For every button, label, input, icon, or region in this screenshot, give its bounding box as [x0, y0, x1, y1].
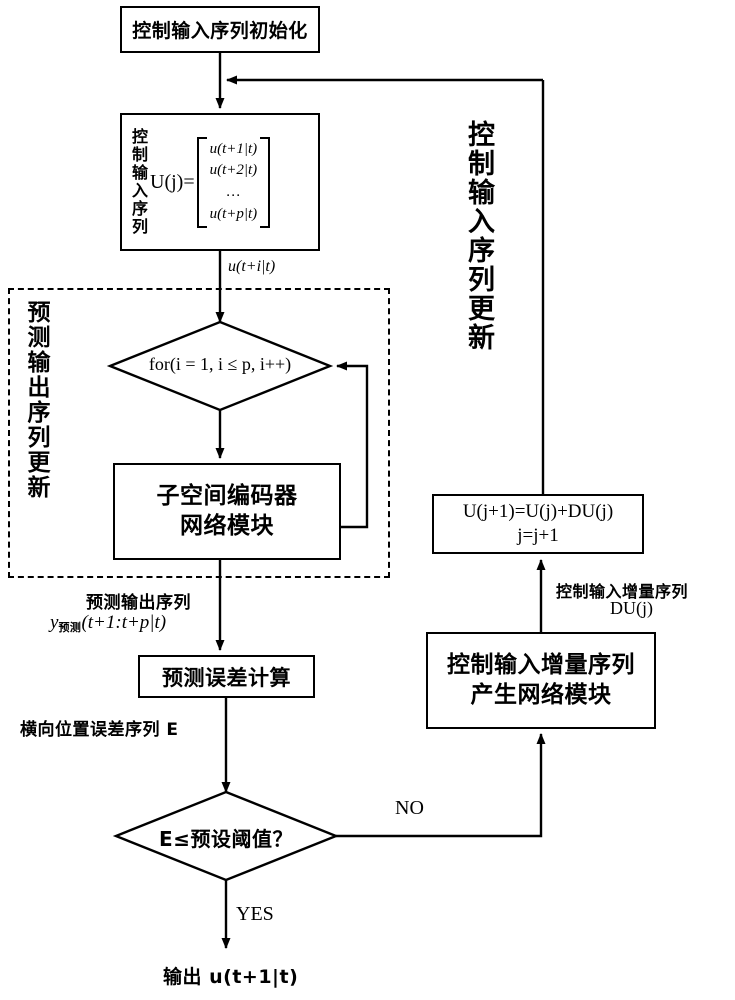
node-final-output-label: 输出 u(t+1|t)	[163, 966, 299, 988]
matrix-row: u(t+p|t)	[209, 205, 258, 222]
prediction-output-update-region	[8, 288, 390, 578]
matrix-row: …	[226, 184, 241, 200]
node-threshold-decision-label: E≤预设阈值？	[159, 827, 293, 851]
node-for-loop-condition[interactable]: for(i = 1, i ≤ p, i++)	[110, 354, 330, 375]
node-subspace-encoder-module[interactable]: 子空间编码器 网络模块	[113, 463, 341, 560]
edge-label-lateral-error-sequence: 横向位置误差序列 E	[20, 720, 179, 740]
node-control-input-sequence-label: 控制输入序列	[129, 128, 148, 236]
edge-label-du-sequence-title: 控制输入增量序列	[556, 582, 689, 601]
matrix-right-bracket	[260, 136, 271, 228]
edge-label-predicted-output-expr: y预测(t+1:t+p|t)	[50, 612, 166, 635]
node-control-input-update[interactable]: U(j+1)=U(j)+DU(j) j=j+1	[432, 494, 644, 554]
node-control-input-sequence[interactable]: 控制输入序列 U(j)= u(t+1|t) u(t+2|t) … u(t+p|t…	[120, 113, 320, 251]
edge-label-y-symbol: y	[50, 612, 59, 633]
node-control-input-init[interactable]: 控制输入序列初始化	[120, 6, 320, 53]
node-threshold-decision[interactable]: E≤预设阈值？	[126, 823, 326, 852]
node-control-input-init-label: 控制输入序列初始化	[132, 20, 308, 42]
matrix-row: u(t+2|t)	[209, 162, 258, 179]
edge-label-u-t-i: u(t+i|t)	[228, 258, 276, 275]
edge-label-y-args: (t+1:t+p|t)	[81, 612, 167, 633]
node-control-input-update-line2: j=j+1	[517, 525, 559, 546]
node-prediction-error-calculation[interactable]: 预测误差计算	[138, 655, 315, 698]
node-final-output: 输出 u(t+1|t)	[163, 962, 298, 989]
edge-label-yes: YES	[236, 903, 274, 925]
control-input-update-title: 控制输入序列更新	[463, 120, 494, 352]
node-prediction-error-calculation-label: 预测误差计算	[162, 665, 291, 690]
node-increment-generation-module[interactable]: 控制输入增量序列 产生网络模块	[426, 632, 656, 729]
matrix-left-bracket	[196, 136, 207, 228]
node-for-loop-condition-label: for(i = 1, i ≤ p, i++)	[148, 354, 292, 374]
node-control-input-update-line1: U(j+1)=U(j)+DU(j)	[462, 501, 614, 523]
node-useq-equation: U(j)=	[150, 170, 195, 193]
node-subspace-encoder-line2: 网络模块	[180, 512, 274, 539]
node-increment-generation-line1: 控制输入增量序列	[447, 652, 635, 679]
control-input-matrix: u(t+1|t) u(t+2|t) … u(t+p|t)	[196, 136, 271, 228]
matrix-rows: u(t+1|t) u(t+2|t) … u(t+p|t)	[207, 137, 261, 228]
edge-label-no: NO	[395, 797, 424, 819]
edge-label-predicted-output-title: 预测输出序列	[86, 593, 191, 613]
edge-label-du-symbol: DU(j)	[610, 598, 653, 618]
prediction-output-update-region-label: 预测输出序列更新	[23, 300, 49, 500]
node-increment-generation-line2: 产生网络模块	[470, 681, 612, 708]
node-subspace-encoder-line1: 子空间编码器	[156, 483, 298, 510]
matrix-row: u(t+1|t)	[209, 140, 258, 157]
edge-label-y-subscript: 预测	[58, 621, 82, 634]
